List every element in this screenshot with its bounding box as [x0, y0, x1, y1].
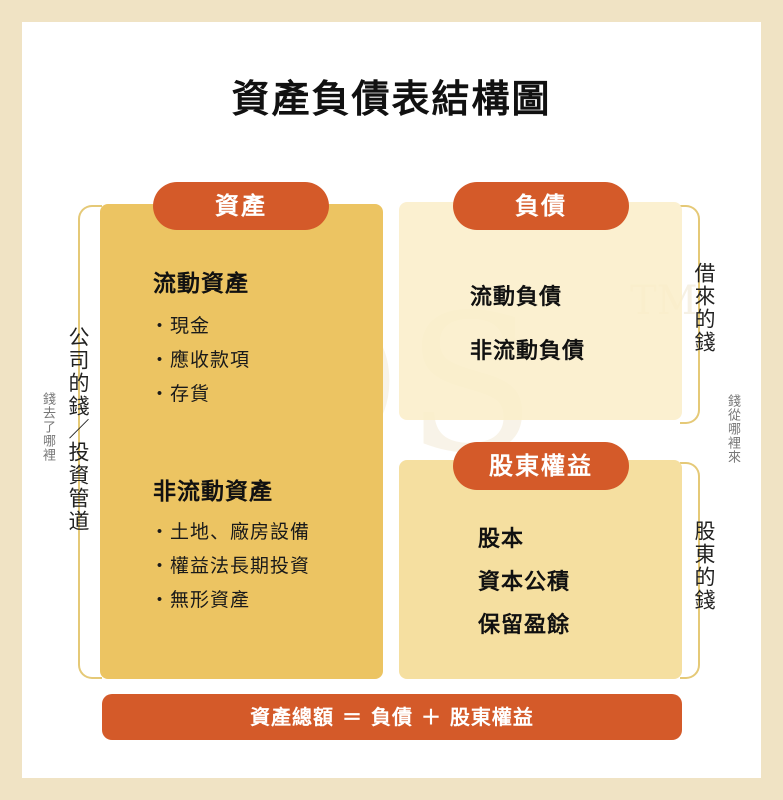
equity-item: 保留盈餘: [478, 613, 571, 638]
right-bracket-equity: [680, 462, 700, 679]
noncurrent-asset-item: ・權益法長期投資: [150, 555, 311, 577]
right-equity-label: 股東的錢: [692, 520, 716, 612]
assets-panel: [100, 204, 383, 679]
right-sub-label: 錢從哪裡來: [725, 394, 740, 464]
noncurrent-asset-item: ・無形資產: [150, 589, 251, 611]
current-asset-item: ・存貨: [150, 383, 211, 405]
equity-panel: [399, 460, 682, 679]
left-main-label: 公司的錢／投資管道: [66, 326, 90, 533]
noncurrent-assets-heading: 非流動資產: [153, 479, 273, 505]
equity-item: 股本: [478, 527, 525, 552]
equity-item: 資本公積: [478, 570, 571, 595]
liability-item: 流動負債: [470, 285, 563, 310]
noncurrent-asset-item: ・土地、廠房設備: [150, 521, 311, 543]
assets-header-badge: 資產: [153, 182, 329, 230]
current-assets-heading: 流動資產: [153, 271, 249, 297]
right-bracket-liabilities: [680, 205, 700, 424]
balance-formula-bar: 資產總額 ＝ 負債 ＋ 股東權益: [102, 694, 682, 740]
left-bracket: [78, 205, 102, 679]
liabilities-panel: [399, 202, 682, 420]
equity-header-badge: 股東權益: [453, 442, 629, 490]
liabilities-header-badge: 負債: [453, 182, 629, 230]
current-asset-item: ・現金: [150, 315, 211, 337]
diagram-title: 資產負債表結構圖: [231, 77, 552, 121]
current-asset-item: ・應收款項: [150, 349, 251, 371]
right-liabilities-label: 借來的錢: [692, 262, 716, 354]
liability-item: 非流動負債: [470, 339, 586, 364]
left-sub-label: 錢去了哪裡: [40, 392, 55, 462]
